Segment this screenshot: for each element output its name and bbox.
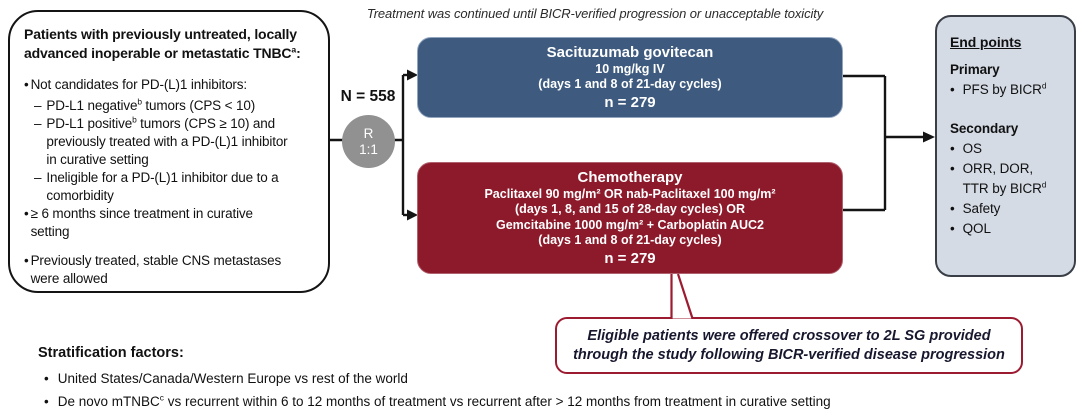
footnote-sup-a: a xyxy=(291,44,297,55)
bullet-icon: • xyxy=(950,221,955,236)
criteria-item: • ≥ 6 months since treatment in curative… xyxy=(24,206,253,239)
arm-chemotherapy: Chemotherapy Paclitaxel 90 mg/m² OR nab-… xyxy=(417,162,843,274)
crossover-callout: Eligible patients were offered crossover… xyxy=(555,317,1023,374)
endpoint-item-os: • OS xyxy=(950,139,1068,159)
criteria-subitem: – Ineligible for a PD-(L)1 inhibitor due… xyxy=(34,170,279,203)
bullet-icon: • xyxy=(950,82,955,97)
footnote-sup-d: d xyxy=(1041,179,1047,190)
primary-label: Primary xyxy=(950,62,1000,77)
endpoint-item-qol: • QOL xyxy=(950,219,1068,239)
footnote-sup-b: b xyxy=(137,96,142,107)
arm-regimen-line: Paclitaxel 90 mg/m² OR nab-Paclitaxel 10… xyxy=(484,186,776,201)
arm-n: n = 279 xyxy=(604,93,656,111)
stratification-item: • United States/Canada/Western Europe vs… xyxy=(44,371,408,386)
footnote-sup-b: b xyxy=(132,114,137,125)
population-title: Patients with previously untreated, loca… xyxy=(24,26,301,61)
callout-tail-fill xyxy=(671,274,693,319)
randomization-r: R xyxy=(363,125,374,141)
endpoints-header: End points xyxy=(950,34,1022,50)
bullet-icon: • xyxy=(950,161,955,176)
endpoints-box: End points Primary • PFS by BICRd Second… xyxy=(935,15,1076,277)
randomization-circle: R 1:1 xyxy=(342,115,395,168)
footnote-sup-d: d xyxy=(1041,80,1047,91)
arm-title: Sacituzumab govitecan xyxy=(546,43,714,61)
dash-icon: – xyxy=(34,170,42,185)
arm-schedule: (days 1 and 8 of 21-day cycles) xyxy=(538,77,722,91)
criteria-subitem: – PD-L1 positiveb tumors (CPS ≥ 10) and … xyxy=(34,114,288,167)
bullet-icon: • xyxy=(24,77,29,92)
stratification-header: Stratification factors: xyxy=(38,345,184,361)
arm-regimen-line: (days 1, 8, and 15 of 28-day cycles) OR xyxy=(515,202,745,216)
endpoint-item-orr: • ORR, DOR, TTR by BICRd xyxy=(950,159,1068,199)
treatment-duration-note: Treatment was continued until BICR-verif… xyxy=(366,6,824,21)
spacer xyxy=(950,100,1068,121)
criteria-item: • Previously treated, stable CNS metasta… xyxy=(24,253,282,286)
bullet-icon: • xyxy=(950,141,955,156)
bullet-icon: • xyxy=(950,201,955,216)
arm-dose: 10 mg/kg IV xyxy=(595,61,665,76)
endpoint-item-safety: • Safety xyxy=(950,199,1068,219)
enrollment-count: N = 558 xyxy=(340,88,396,105)
arm-sacituzumab-govitecan: Sacituzumab govitecan 10 mg/kg IV (days … xyxy=(417,37,843,118)
arm-n: n = 279 xyxy=(604,249,656,267)
randomization-ratio: 1:1 xyxy=(359,141,378,157)
arm-regimen-line: Gemcitabine 1000 mg/m² + Carboplatin AUC… xyxy=(495,217,764,232)
criteria-subitem: – PD-L1 negativeb tumors (CPS < 10) xyxy=(34,96,256,113)
bullet-icon: • xyxy=(24,253,29,268)
arm-title: Chemotherapy xyxy=(577,168,683,186)
callout-tail-lines xyxy=(670,273,694,319)
footnote-sup-c: c xyxy=(159,392,164,403)
arm-regimen-line: (days 1 and 8 of 21-day cycles) xyxy=(538,233,722,247)
endpoint-item-pfs: • PFS by BICRd xyxy=(950,80,1068,100)
secondary-label: Secondary xyxy=(950,121,1019,136)
bullet-icon: • xyxy=(44,371,49,386)
population-box: Patients with previously untreated, loca… xyxy=(8,10,330,293)
dash-icon: – xyxy=(34,98,42,113)
criteria-item: • Not candidates for PD-(L)1 inhibitors: xyxy=(24,77,247,92)
bullet-icon: • xyxy=(24,206,29,221)
stratification-item: • De novo mTNBCc vs recurrent within 6 t… xyxy=(44,392,831,409)
arrowhead-icon xyxy=(923,131,935,143)
bullet-icon: • xyxy=(44,394,49,409)
dash-icon: – xyxy=(34,116,42,131)
